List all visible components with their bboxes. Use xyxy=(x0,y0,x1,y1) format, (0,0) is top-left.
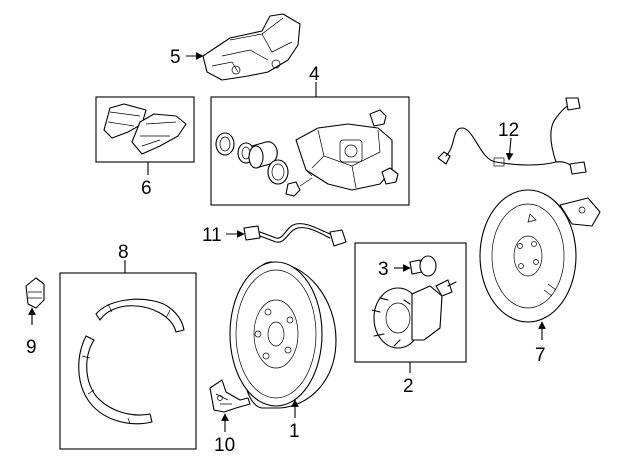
callout-3: 3 xyxy=(378,259,389,280)
caliper-bracket-part[interactable] xyxy=(202,13,301,81)
brake-pad-box xyxy=(95,96,195,163)
brake-hose-part[interactable] xyxy=(243,223,347,247)
callout-7: 7 xyxy=(535,345,546,366)
callout-9: 9 xyxy=(26,337,37,358)
abs-sensor-harness-part[interactable] xyxy=(437,97,587,175)
wheel-hub-part[interactable] xyxy=(371,279,457,349)
caliper-piston-seals-part[interactable] xyxy=(215,132,289,185)
callout-4: 4 xyxy=(309,64,320,85)
callout-8: 8 xyxy=(118,242,129,263)
callout-1: 1 xyxy=(289,421,300,442)
adjuster-part[interactable] xyxy=(25,277,45,309)
brake-caliper-part[interactable] xyxy=(285,109,399,197)
callout-11: 11 xyxy=(202,225,222,246)
caliper-box xyxy=(210,96,410,206)
callout-5: 5 xyxy=(170,47,181,68)
parking-brake-shoes-part[interactable] xyxy=(78,298,185,425)
hub-bolt-part[interactable] xyxy=(409,255,437,277)
parking-brake-lever-part[interactable] xyxy=(209,379,251,413)
callout-12: 12 xyxy=(498,120,519,141)
brake-pads-part[interactable] xyxy=(103,103,187,155)
brake-shoe-box xyxy=(59,272,197,450)
backing-plate-part[interactable] xyxy=(479,189,601,323)
brake-rotor-part[interactable] xyxy=(229,261,337,409)
callout-6: 6 xyxy=(141,178,152,199)
callout-2: 2 xyxy=(403,376,414,397)
callout-10: 10 xyxy=(214,435,235,456)
